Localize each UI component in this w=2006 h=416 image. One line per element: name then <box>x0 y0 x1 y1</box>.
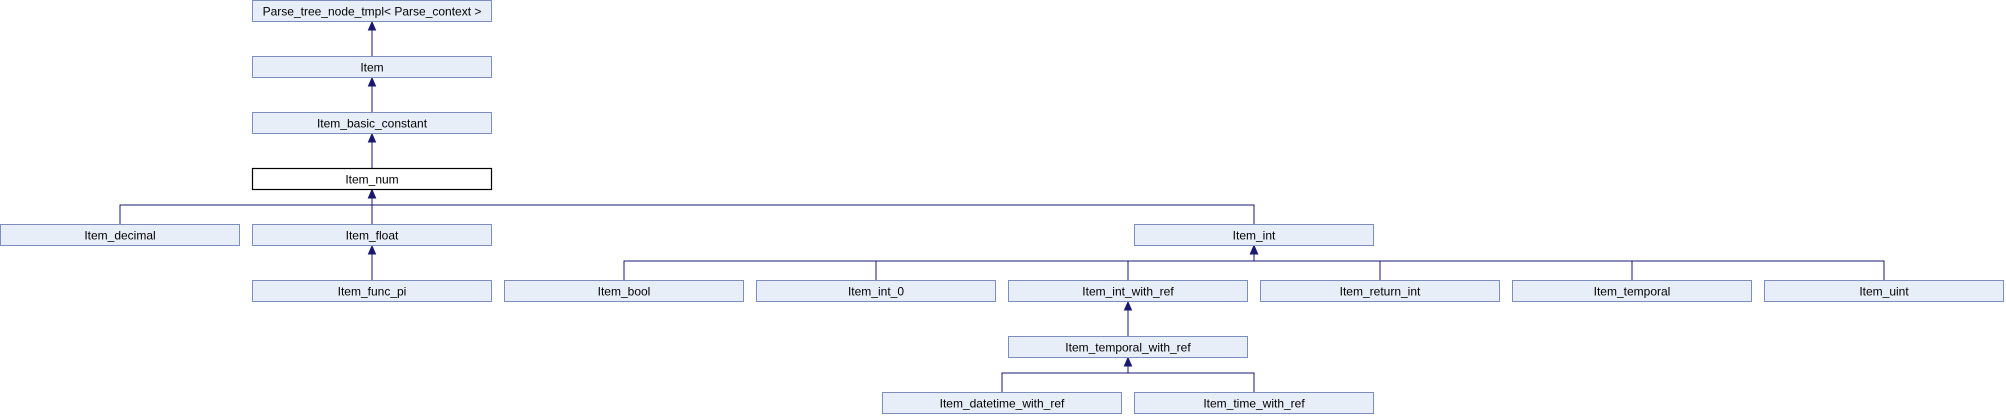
class-node-label: Item_temporal <box>1594 285 1671 299</box>
edge-item_decimal-to-item_num <box>119 196 373 224</box>
class-node-label: Item_int_0 <box>848 285 904 299</box>
class-node-label: Item_decimal <box>84 229 155 243</box>
class-node-label: Item_int <box>1233 229 1276 243</box>
class-node-box <box>1260 280 1500 302</box>
class-node-box <box>251 167 493 191</box>
edges-layer <box>119 20 1885 392</box>
class-node-box <box>252 0 492 22</box>
class-node-label: Item_time_with_ref <box>1203 397 1305 411</box>
class-node-item-basic-constant[interactable]: Item_basic_constant <box>252 112 492 134</box>
class-node-label: Item <box>360 61 383 75</box>
class-node-box <box>1134 392 1374 414</box>
class-node-item-datetime-with-ref[interactable]: Item_datetime_with_ref <box>882 392 1122 414</box>
class-node-item-int-0[interactable]: Item_int_0 <box>756 280 996 302</box>
edge-item_temporal-to-item_int <box>1253 252 1633 280</box>
class-node-item-num: Item_num <box>251 167 493 191</box>
edge-item_int_0-to-item_int <box>875 252 1255 280</box>
class-node-label: Item_bool <box>598 285 651 299</box>
class-node-label: Item_num <box>345 173 398 187</box>
class-node-label: Parse_tree_node_tmpl< Parse_context > <box>263 5 482 19</box>
class-node-label: Item_int_with_ref <box>1082 285 1174 299</box>
class-node-box <box>1008 280 1248 302</box>
class-node-item-func-pi[interactable]: Item_func_pi <box>252 280 492 302</box>
class-node-box <box>756 280 996 302</box>
class-node-item[interactable]: Item <box>252 56 492 78</box>
arrowhead-item <box>367 76 377 87</box>
arrowhead-item_temporal_with_ref <box>1123 356 1133 367</box>
arrowhead-item_float <box>367 244 377 255</box>
class-node-label: Item_uint <box>1859 285 1909 299</box>
edge-item_datetime_with_ref-to-item_temporal_with_ref <box>1001 364 1129 392</box>
class-node-box <box>882 392 1122 414</box>
edge-item_bool-to-item_int <box>623 252 1255 280</box>
class-node-box <box>252 280 492 302</box>
arrowhead-item_int <box>1249 244 1259 255</box>
class-node-item-time-with-ref[interactable]: Item_time_with_ref <box>1134 392 1374 414</box>
class-node-item-float[interactable]: Item_float <box>252 224 492 246</box>
edge-item_int-to-item_num <box>371 196 1255 224</box>
edge-item_uint-to-item_int <box>1253 252 1885 280</box>
class-node-item-int[interactable]: Item_int <box>1134 224 1374 246</box>
arrowhead-item_num <box>367 188 377 199</box>
class-node-item-decimal[interactable]: Item_decimal <box>0 224 240 246</box>
edge-item_time_with_ref-to-item_temporal_with_ref <box>1127 364 1255 392</box>
class-node-item-return-int[interactable]: Item_return_int <box>1260 280 1500 302</box>
arrowhead-item_int_with_ref <box>1123 300 1133 311</box>
arrowhead-item_basic_constant <box>367 132 377 143</box>
class-node-label: Item_temporal_with_ref <box>1065 341 1191 355</box>
class-node-parse-tree-node-tmpl[interactable]: Parse_tree_node_tmpl< Parse_context > <box>252 0 492 22</box>
class-node-item-temporal-with-ref[interactable]: Item_temporal_with_ref <box>1008 336 1248 358</box>
class-node-item-temporal[interactable]: Item_temporal <box>1512 280 1752 302</box>
class-node-label: Item_datetime_with_ref <box>940 397 1065 411</box>
edge-item_return_int-to-item_int <box>1253 252 1381 280</box>
class-node-box <box>1512 280 1752 302</box>
class-node-box <box>252 224 492 246</box>
class-node-label: Item_basic_constant <box>317 117 428 131</box>
class-node-box <box>1008 336 1248 358</box>
class-node-label: Item_return_int <box>1340 285 1421 299</box>
class-node-box <box>252 112 492 134</box>
class-node-item-bool[interactable]: Item_bool <box>504 280 744 302</box>
class-node-label: Item_float <box>346 229 399 243</box>
class-node-box <box>252 56 492 78</box>
class-node-item-uint[interactable]: Item_uint <box>1764 280 2004 302</box>
class-node-box <box>0 224 240 246</box>
edge-item_int_with_ref-to-item_int <box>1127 252 1255 280</box>
class-node-box <box>1134 224 1374 246</box>
class-node-item-int-with-ref[interactable]: Item_int_with_ref <box>1008 280 1248 302</box>
class-node-label: Item_func_pi <box>338 285 407 299</box>
class-node-box <box>504 280 744 302</box>
class-node-box <box>1764 280 2004 302</box>
arrowhead-parse_tree_node_tmpl <box>367 20 377 31</box>
